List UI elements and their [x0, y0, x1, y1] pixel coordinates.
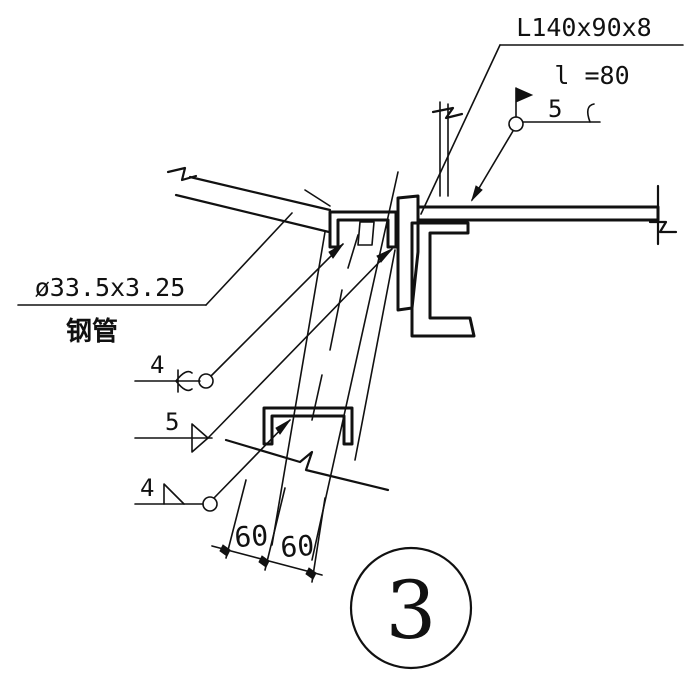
lower-channel — [224, 406, 390, 492]
weld-symbol-top: 5 — [470, 87, 601, 202]
angle-spec-label: L140x90x8 — [516, 13, 651, 42]
upper-channel — [328, 210, 398, 249]
weld-left-lower-size: 4 — [140, 474, 154, 502]
weld-symbol-left-middle: 5 — [134, 248, 393, 453]
detail-callout: 3 — [349, 546, 473, 670]
leader-angle-spec: L140x90x8 l =80 — [420, 13, 684, 215]
dimension-left-label: 60 — [233, 519, 269, 554]
top-flange-plate — [416, 184, 678, 246]
pipe-spec-label: ø33.5x3.25 — [35, 273, 186, 302]
pipe-axis-lines — [271, 171, 399, 561]
dimension-chain: 60 60 — [211, 479, 326, 583]
weld-left-upper-size: 4 — [150, 351, 164, 379]
weld-left-middle-size: 5 — [165, 408, 179, 436]
gusset-plate — [396, 101, 464, 312]
pipe-name-label: 钢管 — [66, 317, 118, 347]
inclined-member — [166, 166, 332, 234]
dimension-right-label: 60 — [279, 529, 315, 564]
weld-symbol-left-lower: 4 — [134, 419, 291, 512]
leader-pipe-spec: ø33.5x3.25 钢管 — [17, 212, 293, 347]
weld-symbol-left-upper: 4 — [134, 243, 344, 393]
steel-angle — [410, 221, 476, 338]
detail-number: 3 — [386, 564, 437, 657]
angle-length-label: l =80 — [554, 61, 629, 90]
weld-top-size: 5 — [548, 95, 562, 123]
